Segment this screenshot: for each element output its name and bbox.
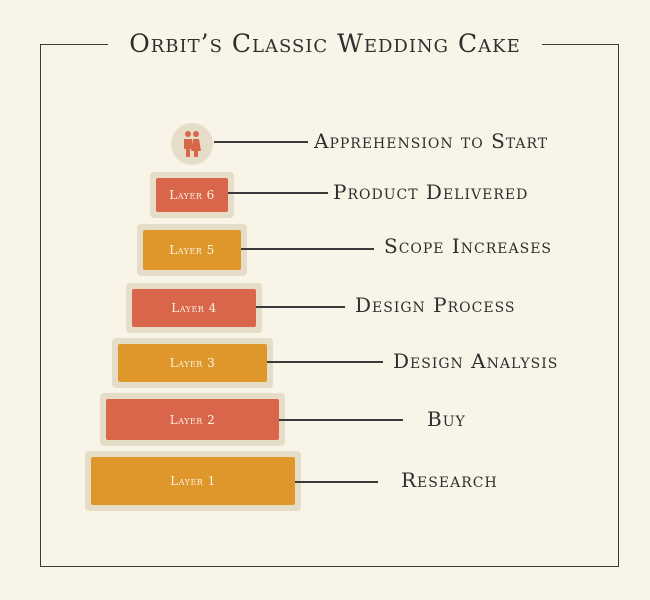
- topper-label: Apprehension to Start: [314, 129, 549, 153]
- cake-topper: [171, 123, 213, 165]
- cake-layer-1: Layer 1: [85, 451, 301, 511]
- layer-5-label: Scope Increases: [384, 234, 553, 258]
- layer-6-name: Layer 6: [156, 178, 228, 212]
- layer-4-name: Layer 4: [132, 289, 256, 327]
- couple-icon: [184, 131, 201, 157]
- layer-1-name: Layer 1: [91, 457, 295, 505]
- layer-5-connector: [241, 248, 374, 250]
- layer-3-name: Layer 3: [118, 344, 267, 382]
- layer-5-name: Layer 5: [143, 230, 241, 270]
- layer-2-name: Layer 2: [106, 399, 279, 440]
- layer-2-connector: [279, 419, 403, 421]
- layer-3-connector: [267, 361, 383, 363]
- layer-4-label: Design Process: [355, 293, 516, 317]
- topper-connector: [214, 141, 308, 143]
- cake-layer-2: Layer 2: [100, 393, 285, 446]
- cake-layer-6: Layer 6: [150, 172, 234, 218]
- cake-layer-5: Layer 5: [137, 224, 247, 276]
- cake-layer-3: Layer 3: [112, 338, 273, 388]
- layer-1-label: Research: [401, 468, 498, 492]
- layer-6-connector: [228, 192, 328, 194]
- layer-4-connector: [256, 306, 345, 308]
- layer-6-label: Product Delivered: [333, 180, 529, 204]
- cake-layer-4: Layer 4: [126, 283, 262, 333]
- layer-3-label: Design Analysis: [393, 349, 559, 373]
- layer-1-connector: [295, 481, 378, 483]
- diagram-title: Orbit’s Classic Wedding Cake: [108, 29, 542, 59]
- layer-2-label: Buy: [427, 407, 466, 431]
